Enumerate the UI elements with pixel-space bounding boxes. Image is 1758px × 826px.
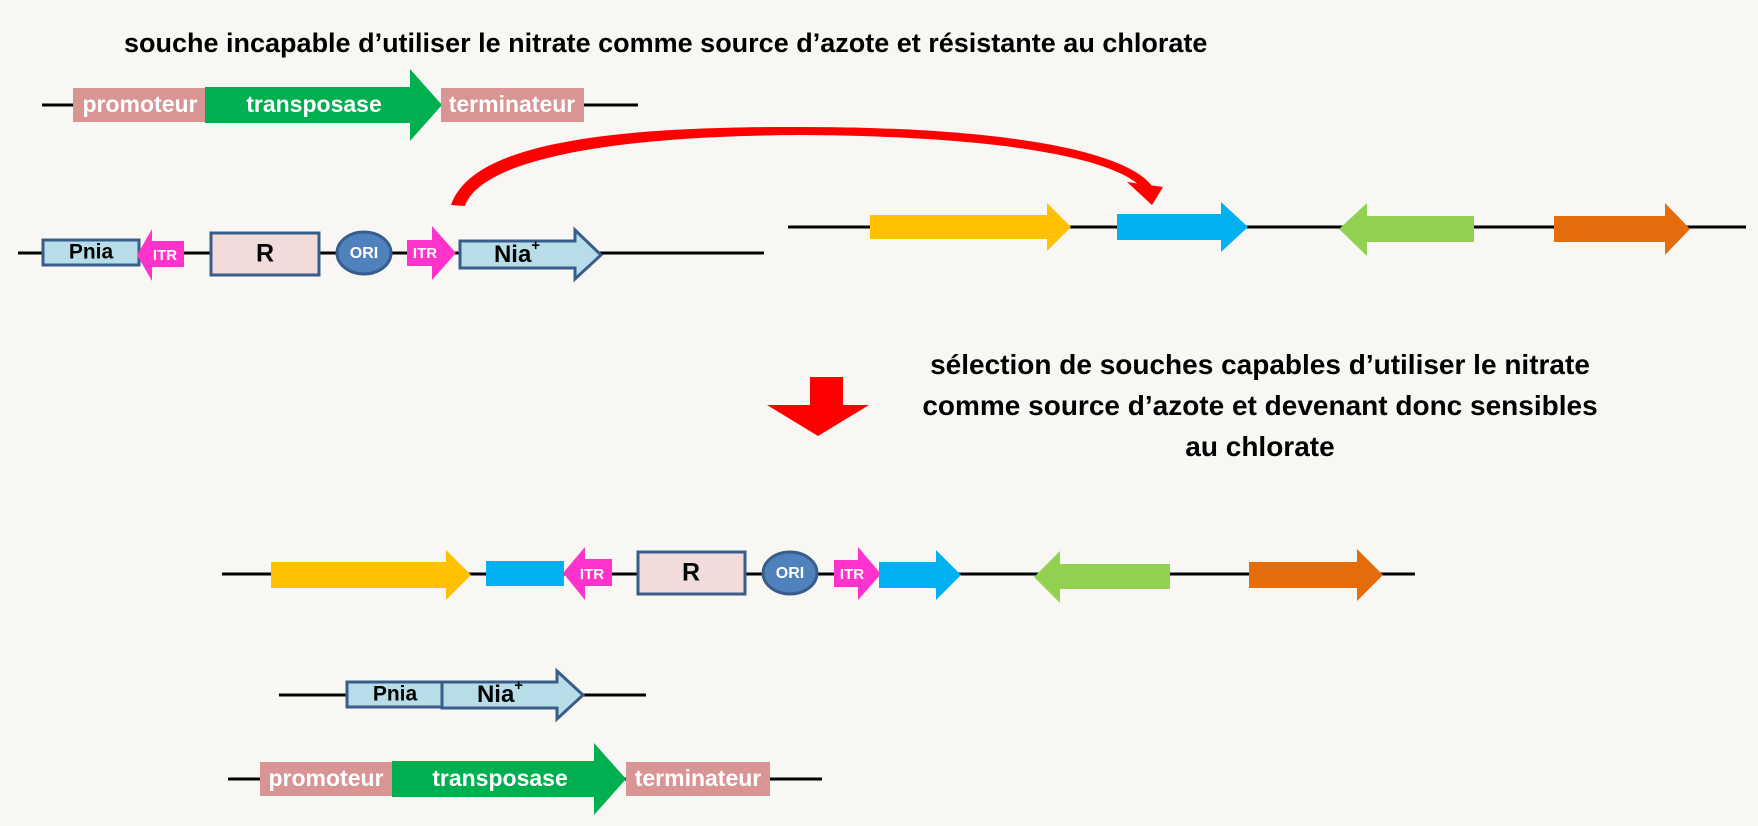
transposase-label: transposase [246, 91, 382, 117]
itr-arrow-left [563, 547, 612, 600]
pnia-box [41, 238, 141, 267]
itr-label: ITR [153, 247, 177, 264]
gene-arrow-orange [1554, 203, 1690, 255]
promoter-box [73, 88, 207, 122]
r-box [209, 231, 321, 277]
selection-caption: sélection de souches capables d’utiliser… [880, 344, 1640, 467]
transposase-arrow [205, 69, 442, 141]
promoter-label: promoteur [269, 765, 384, 791]
r-box [636, 550, 747, 596]
pnia-label: Pnia [69, 241, 114, 264]
pnia-nia-construct: Pnia Nia+ [279, 667, 646, 723]
gene-arrow-green [1339, 203, 1474, 256]
nia-label: Nia+ [494, 237, 540, 268]
result-genome-region: ITR R ORI ITR [222, 547, 1415, 603]
diagram-title: souche incapable d’utiliser le nitrate c… [124, 28, 1208, 58]
selection-caption-line: au chlorate [1185, 431, 1335, 462]
nia-arrow [458, 226, 604, 283]
nia-transposon-construct: Pnia ITR R ORI ITR Nia+ [18, 226, 764, 283]
selection-caption-line: sélection de souches capables d’utiliser… [930, 349, 1590, 380]
transposase-label: transposase [432, 765, 568, 791]
pnia-label: Pnia [373, 683, 418, 706]
ori-label: ORI [350, 245, 378, 262]
r-label: R [256, 240, 274, 268]
itr-arrow-right [834, 547, 881, 600]
transposase-arrow [392, 743, 626, 815]
ori-circle [335, 230, 393, 276]
selection-arrow [767, 377, 869, 436]
ori-label: ORI [776, 565, 804, 582]
terminator-box [626, 762, 770, 796]
r-label: R [682, 559, 700, 587]
itr-label: ITR [413, 245, 437, 262]
itr-label: ITR [580, 566, 604, 583]
gene-arrow-yellow [271, 550, 471, 600]
transposition-arrow-body [451, 126, 1152, 206]
gene-arrow-green [1034, 551, 1170, 603]
transposition-arrow [451, 126, 1163, 206]
gene-fragment-blue-right [879, 550, 961, 600]
itr-label: ITR [840, 566, 864, 583]
gene-fragment-blue-left [486, 561, 564, 586]
gene-arrow-yellow [870, 203, 1071, 251]
gene-arrow-orange [1249, 549, 1383, 601]
target-genome-region [788, 202, 1746, 256]
itr-arrow-left [137, 229, 184, 281]
transposition-arrow-head [1127, 182, 1163, 205]
pnia-box [345, 680, 445, 709]
terminator-label: terminateur [449, 91, 576, 117]
nia-label: Nia+ [477, 677, 523, 708]
transposase-construct-bottom: promoteur transposase terminateur [228, 743, 822, 815]
selection-caption-line: comme source d’azote et devenant donc se… [922, 390, 1598, 421]
transposase-construct-top: promoteur transposase terminateur [42, 69, 638, 141]
promoter-box [260, 762, 394, 796]
gene-arrow-blue [1117, 202, 1248, 252]
itr-arrow-right [407, 226, 456, 280]
promoter-label: promoteur [83, 91, 198, 117]
ori-circle [761, 550, 819, 596]
nia-arrow [440, 667, 586, 723]
terminator-box [441, 88, 584, 122]
terminator-label: terminateur [635, 765, 762, 791]
